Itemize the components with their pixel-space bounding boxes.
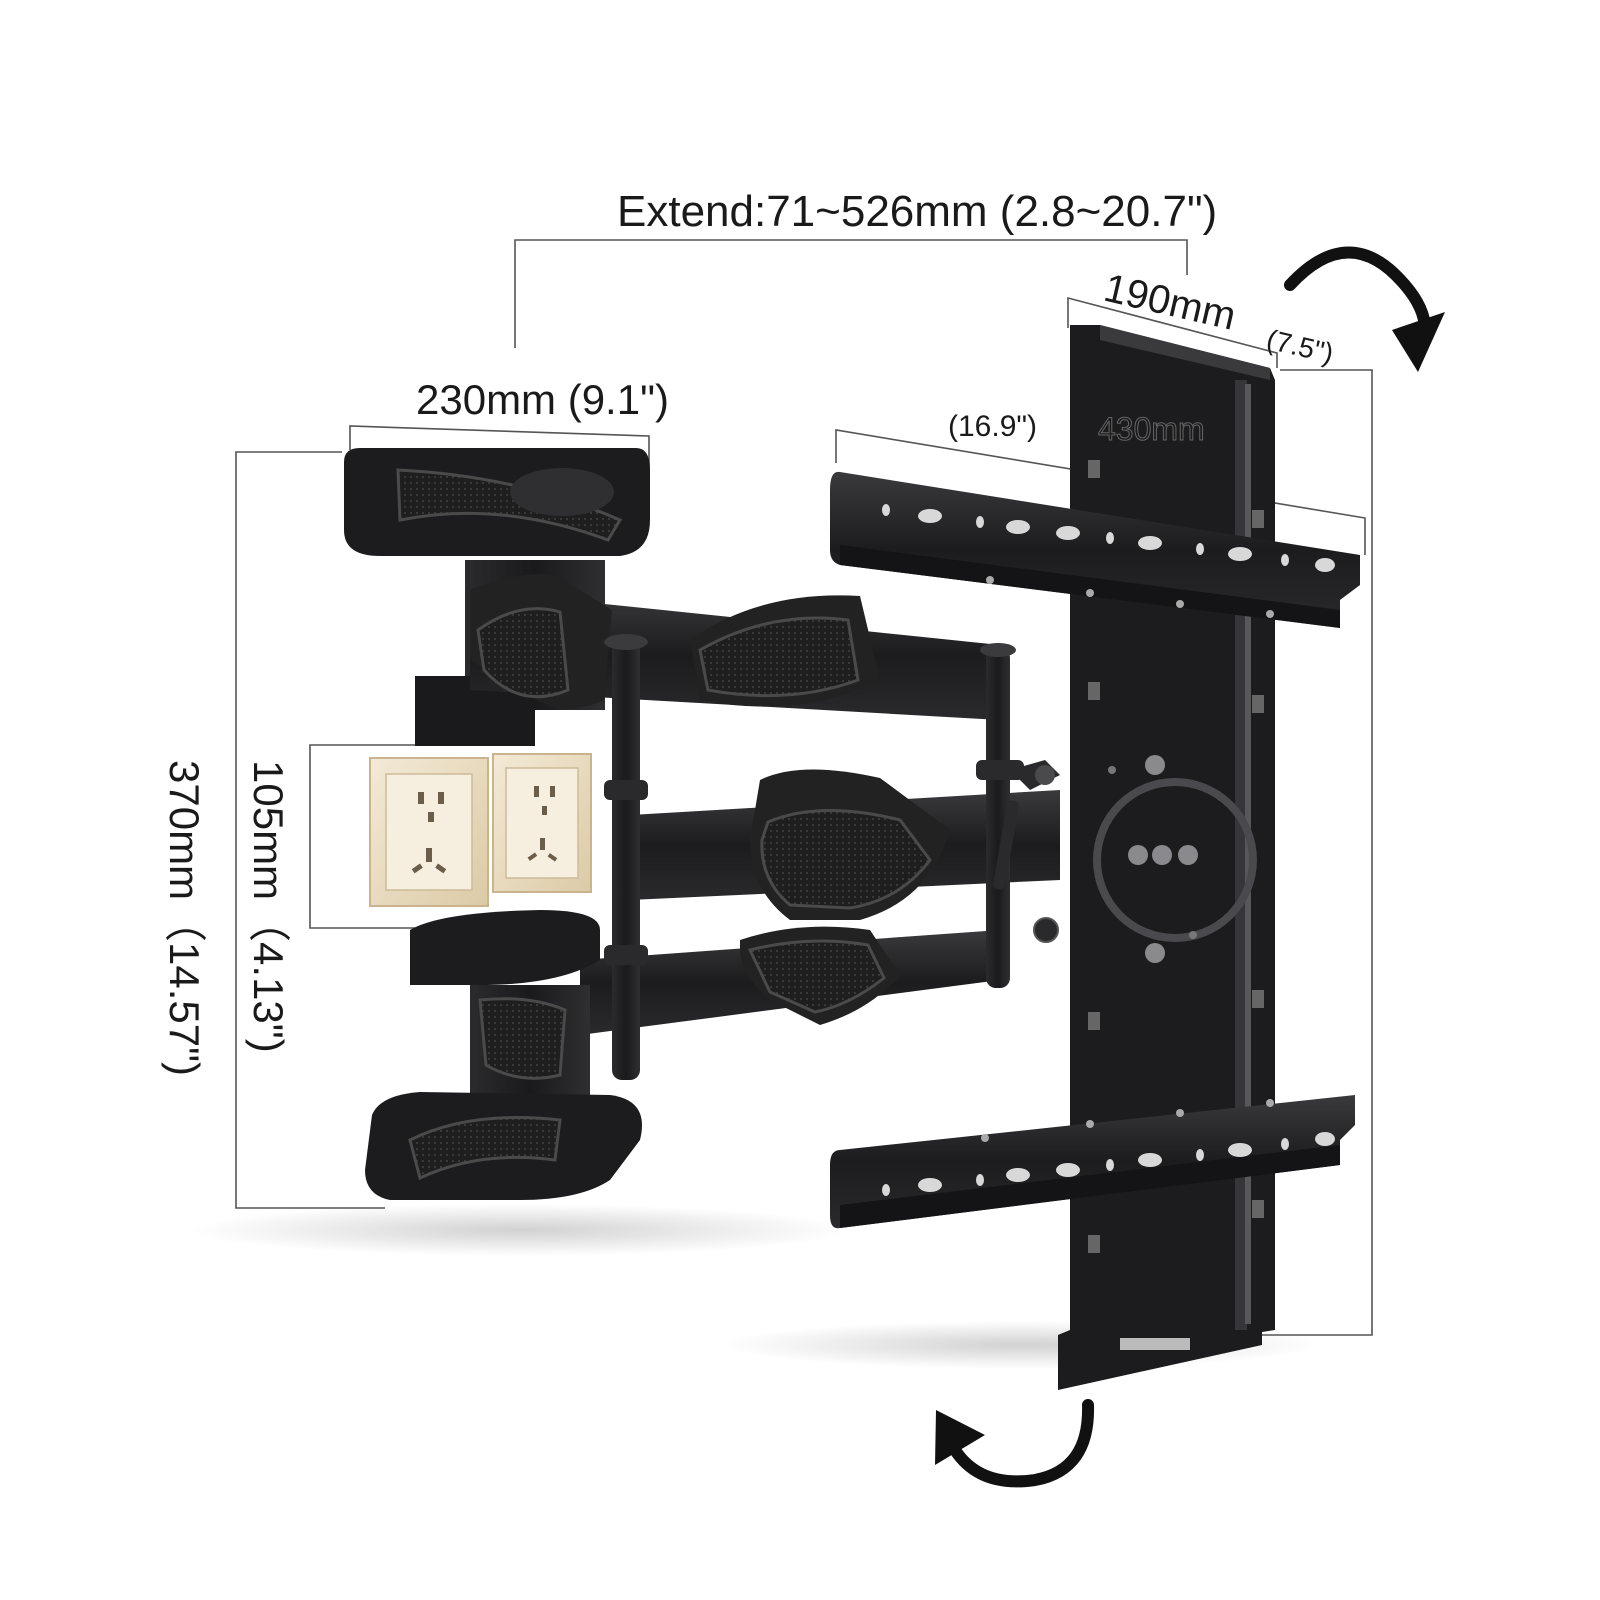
rail-width-in-label: (16.9") bbox=[948, 410, 1037, 443]
curved-arrow-icon bbox=[1284, 246, 1445, 372]
tv-rail-bottom bbox=[830, 1095, 1355, 1229]
tv-rail-top bbox=[830, 471, 1360, 628]
arm-width-label: 230mm (9.1") bbox=[416, 376, 669, 423]
power-socket-icon bbox=[369, 757, 489, 907]
wall-plate-top bbox=[344, 448, 650, 556]
plate-height-in-label: (7.5") bbox=[1264, 324, 1337, 369]
power-socket-icon bbox=[492, 753, 592, 893]
wall-plate-height-label: 370mm（14.57") bbox=[161, 760, 208, 1076]
lower-arm bbox=[580, 926, 1000, 1035]
extend-label: Extend:71~526mm (2.8~20.7") bbox=[617, 187, 1217, 236]
power-sockets bbox=[369, 753, 592, 907]
curved-arrow-icon bbox=[935, 1399, 1095, 1488]
tv-vesa-plate bbox=[1058, 325, 1275, 1390]
middle-arm bbox=[630, 769, 1060, 920]
upper-arm bbox=[470, 574, 1000, 720]
pivot-posts bbox=[604, 634, 1060, 1080]
socket-gap-label: 105mm（4.13") bbox=[245, 760, 292, 1053]
wall-plate-bottom bbox=[365, 910, 642, 1200]
rail-width-mm-label: 430mm bbox=[1098, 411, 1205, 447]
shadow bbox=[190, 1204, 850, 1256]
plate-height-mm-label: 190mm bbox=[1100, 266, 1240, 339]
